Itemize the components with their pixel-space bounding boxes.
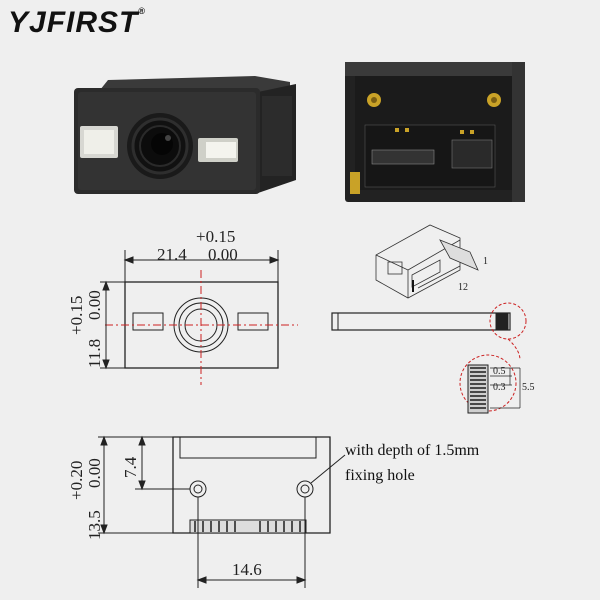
scan-engine-rear-photo (345, 62, 525, 202)
pin-12-label: 12 (458, 282, 468, 293)
bottom-view-drawing (98, 435, 346, 588)
bottom-height-nominal: 13.5 (85, 510, 104, 540)
bottom-height-tolerance-upper: +0.20 (67, 461, 86, 500)
connector-width-label: 5.5 (522, 382, 535, 393)
connector-detail-drawing (459, 354, 521, 414)
width-nominal: 21.4 (157, 245, 187, 264)
front-view-drawing (100, 250, 298, 385)
pin-1-label: 1 (483, 256, 488, 267)
pitch-a-label: 0.5 (493, 366, 506, 377)
pitch-b-label: 0.3 (493, 382, 506, 393)
registered-mark: ® (138, 6, 146, 16)
scan-engine-front-photo (74, 76, 296, 194)
height-tolerance-lower: 0.00 (85, 290, 104, 320)
hole-spacing-label: 14.6 (232, 560, 262, 579)
width-tolerance-upper: +0.15 (196, 227, 235, 246)
hole-offset-label: 7.4 (121, 456, 140, 478)
width-tolerance-lower: 0.00 (208, 245, 238, 264)
side-profile-drawing (331, 302, 527, 361)
brand-logo: YJFIRST® (8, 6, 146, 40)
brand-logo-text: YJFIRST (8, 6, 139, 39)
isometric-connector-sketch (375, 224, 479, 299)
height-nominal: 11.8 (85, 339, 104, 368)
height-tolerance-upper: +0.15 (67, 296, 86, 335)
fixing-hole-depth-note: with depth of 1.5mm (345, 442, 480, 459)
fixing-hole-note: fixing hole (345, 467, 415, 484)
bottom-height-tolerance-lower: 0.00 (85, 458, 104, 488)
